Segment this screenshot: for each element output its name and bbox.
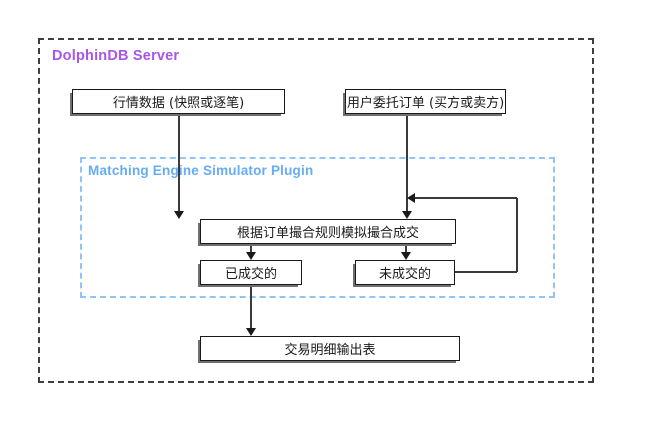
region-matching-engine-plugin	[80, 157, 555, 298]
arrowhead-market-to-match	[174, 211, 184, 219]
connector-match-to-unfilled	[405, 244, 407, 252]
connector-market-to-match	[178, 114, 180, 211]
connector-order-to-match	[406, 114, 408, 211]
connector-unfilled-feedback-right	[455, 271, 517, 273]
node-output-table: 交易明细输出表	[200, 336, 460, 361]
arrowhead-unfilled-feedback	[407, 193, 415, 203]
arrowhead-match-to-filled	[246, 252, 256, 260]
node-market-data: 行情数据 (快照或逐笔)	[72, 89, 285, 114]
node-filled-orders: 已成交的	[200, 260, 302, 285]
node-unfilled-orders: 未成交的	[355, 260, 455, 285]
region-label-matching-engine-plugin: Matching Engine Simulator Plugin	[88, 163, 314, 178]
connector-unfilled-feedback-left	[415, 197, 517, 199]
node-match-process: 根据订单撮合规则模拟撮合成交	[200, 219, 456, 244]
region-label-dolphindb-server: DolphinDB Server	[52, 48, 180, 64]
node-user-order: 用户委托订单 (买方或卖方)	[345, 89, 506, 114]
arrowhead-order-to-match	[402, 211, 412, 219]
connector-match-to-filled	[250, 244, 252, 252]
arrowhead-match-to-unfilled	[401, 252, 411, 260]
arrowhead-filled-to-output	[246, 328, 256, 336]
connector-unfilled-feedback-up	[516, 198, 518, 272]
region-dolphindb-server	[38, 38, 594, 383]
connector-filled-to-output	[250, 285, 252, 328]
